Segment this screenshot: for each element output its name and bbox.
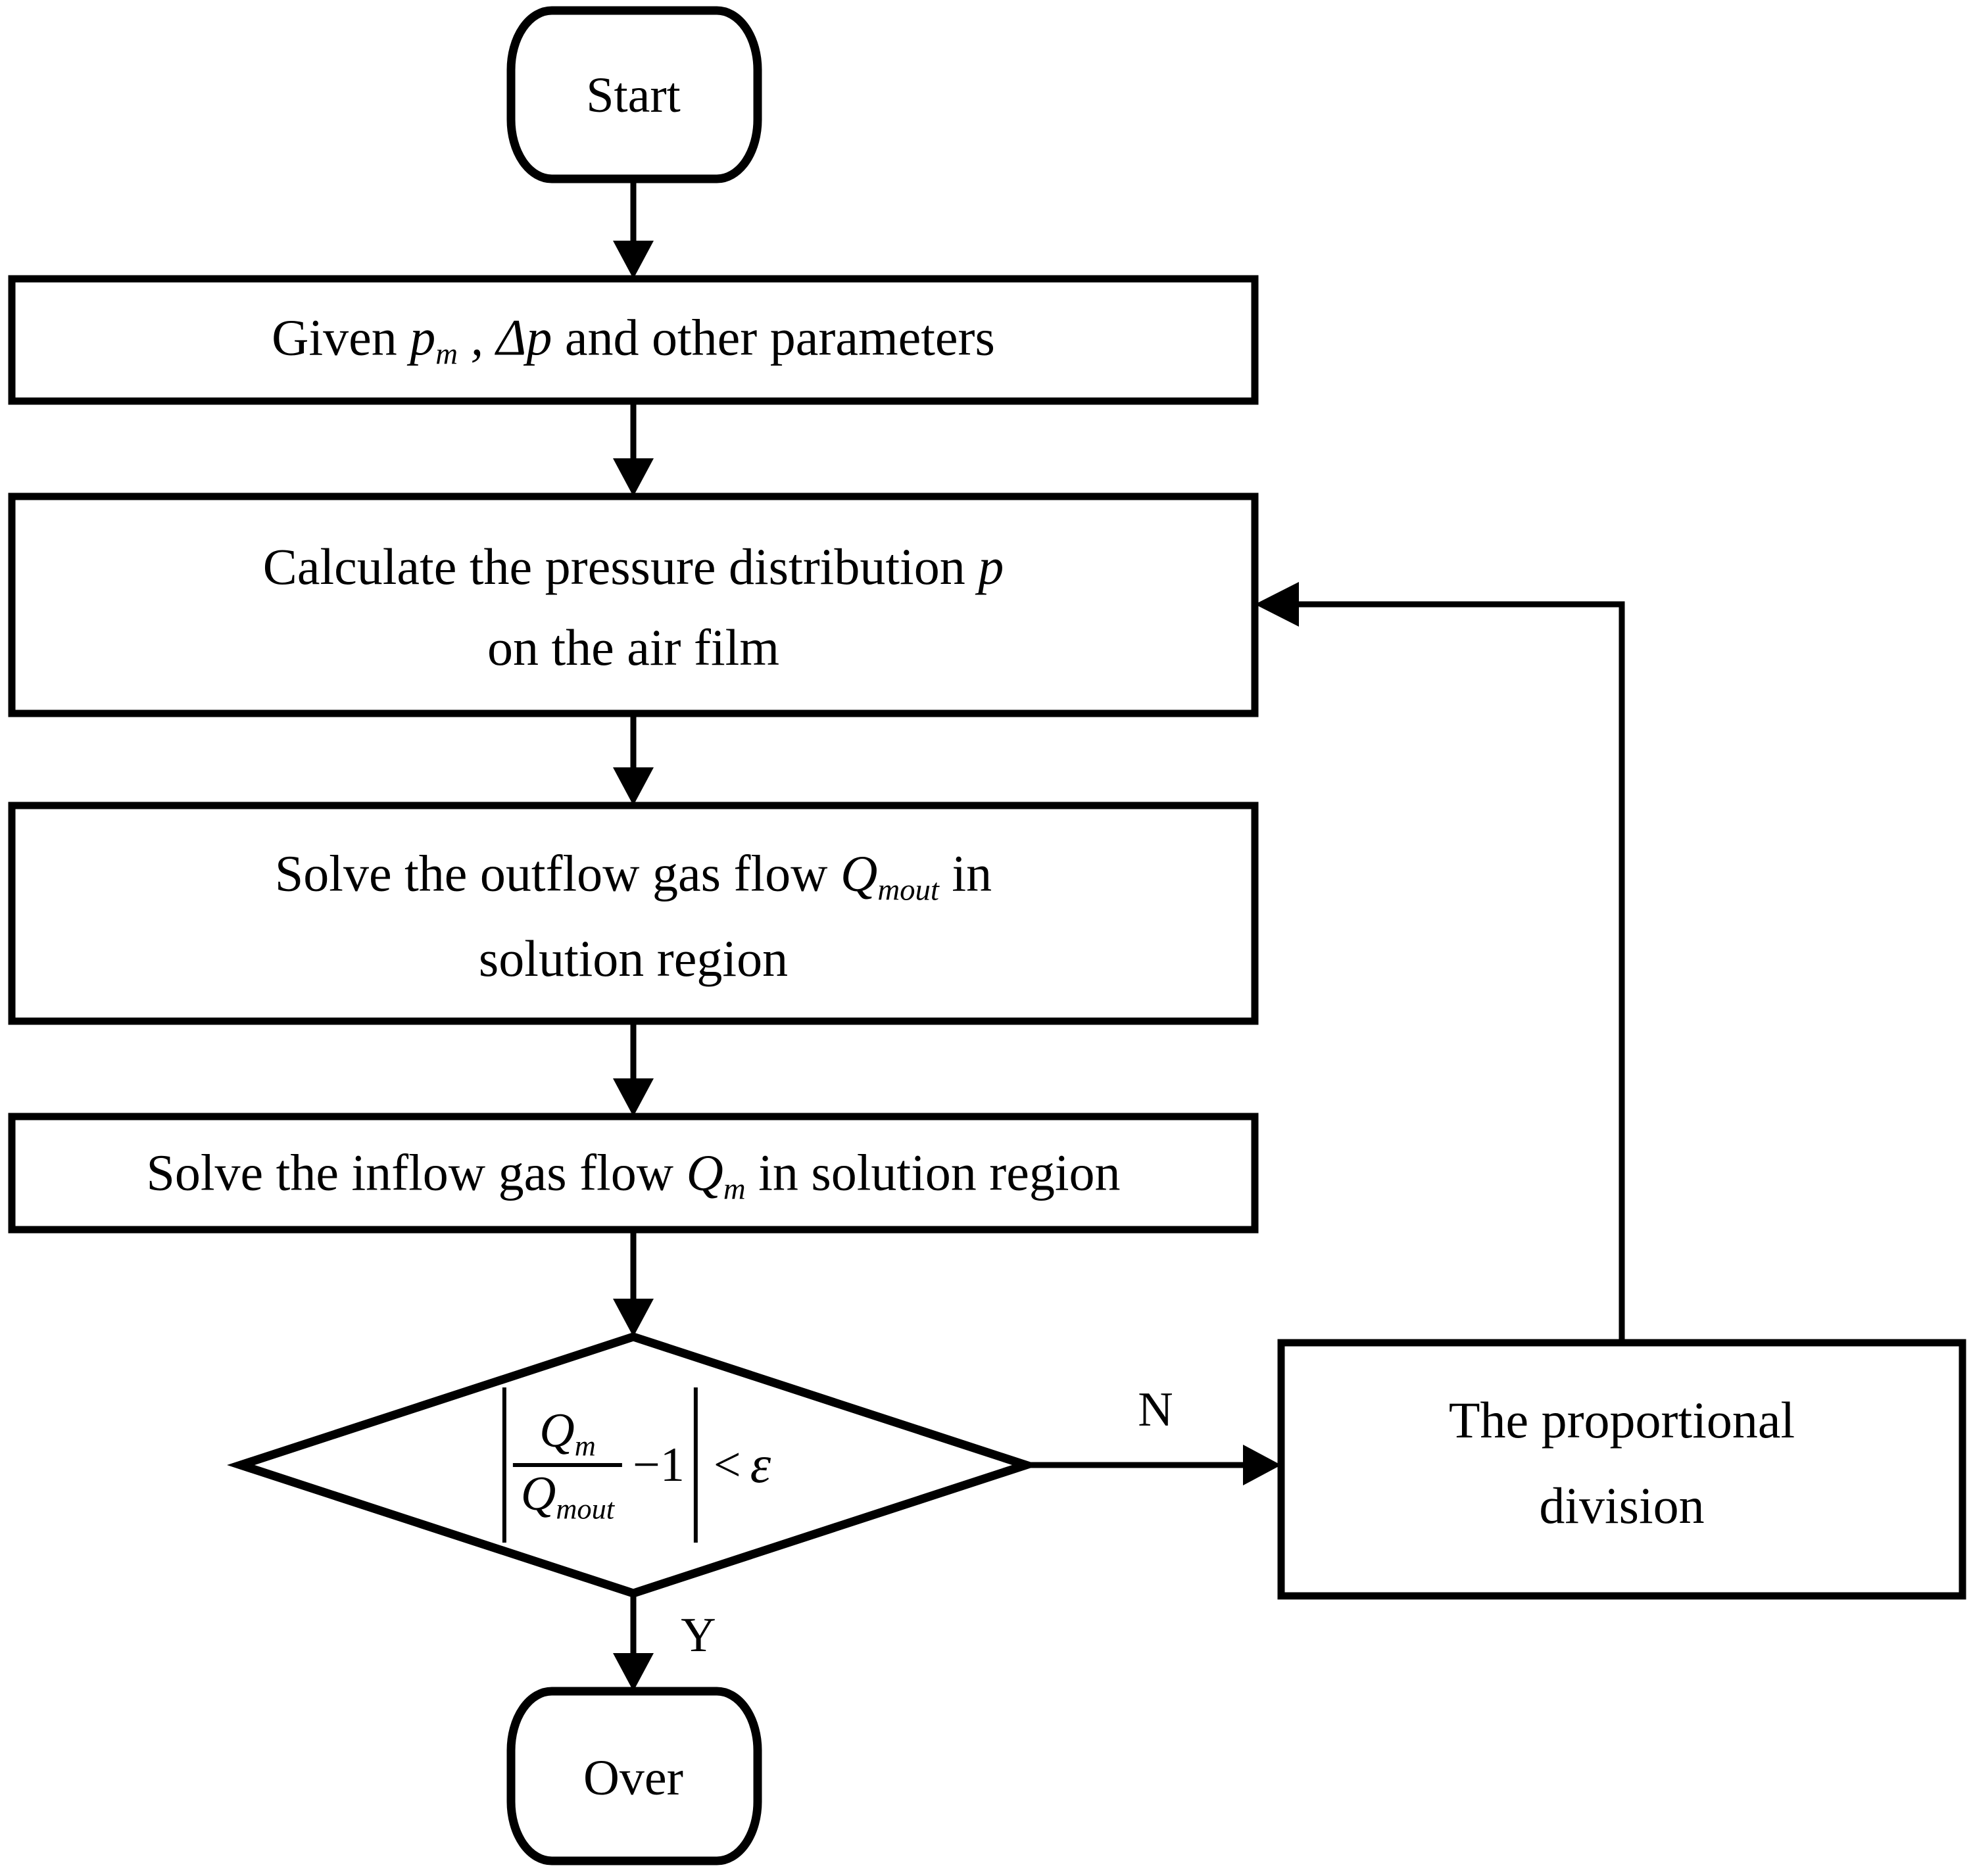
given-var1-sub: m: [435, 337, 458, 372]
epsilon-symbol: ε: [750, 1435, 771, 1494]
node-solve-outflow-line1: Solve the outflow gas flow Qmout in: [275, 846, 992, 906]
inflow-prefix: Solve the inflow gas flow: [146, 1143, 687, 1201]
node-over-shape[interactable]: [506, 1687, 762, 1865]
inflow-suffix: in solution region: [745, 1143, 1121, 1201]
given-mid: , Δp: [458, 308, 552, 366]
outflow-var-q: Q: [840, 844, 878, 902]
edge-given-to-calc: [613, 401, 654, 496]
edge-decision-yes: [613, 1593, 654, 1691]
inflow-var-q: Q: [686, 1143, 723, 1201]
edge-label-no: N: [1138, 1383, 1173, 1437]
node-proportional-shape[interactable]: [1277, 1339, 1966, 1600]
node-over-label: Over: [583, 1750, 683, 1806]
node-start-label: Start: [586, 68, 681, 124]
node-solve-inflow-label: Solve the inflow gas flow Qm in solution…: [146, 1145, 1120, 1205]
abs-bar-right: [693, 1387, 698, 1543]
edge-calc-to-outflow: [613, 713, 654, 806]
outflow-var-sub: mout: [877, 873, 939, 907]
edge-decision-no: [1026, 1445, 1281, 1485]
inflow-var-sub: m: [723, 1172, 746, 1207]
node-calc-pressure-shape[interactable]: [8, 493, 1259, 717]
edge-outflow-to-inflow: [613, 1021, 654, 1117]
calc-var-p: p: [978, 538, 1004, 596]
abs-bar-left: [502, 1387, 506, 1543]
given-suffix: and other parameters: [552, 308, 995, 366]
fraction-numerator: Qm: [539, 1404, 596, 1462]
edge-inflow-to-decision: [613, 1230, 654, 1337]
node-decision-formula: Qm Qmout −1 < ε: [496, 1387, 771, 1543]
given-var1: p: [410, 308, 436, 366]
fraction-qm-qmout: Qm Qmout: [512, 1404, 623, 1526]
node-given-shape[interactable]: [8, 275, 1259, 405]
node-solve-outflow-shape[interactable]: [8, 802, 1259, 1025]
edge-start-to-given: [613, 179, 654, 279]
comparison-operator: <: [713, 1437, 741, 1492]
fraction-denominator: Qmout: [520, 1467, 615, 1526]
node-proportional-line2: division: [1539, 1477, 1705, 1535]
node-calc-pressure-line2: on the air film: [487, 619, 780, 677]
node-proportional-line1: The proportional: [1448, 1391, 1795, 1449]
node-given-label: Given pm , Δp and other parameters: [272, 310, 995, 370]
edge-proportional-feedback: [1255, 582, 1625, 1343]
outflow-prefix: Solve the outflow gas flow: [274, 844, 840, 902]
node-solve-outflow-line2: solution region: [478, 930, 789, 988]
minus-one-term: −1: [633, 1437, 685, 1492]
outflow-suffix: in: [938, 844, 992, 902]
node-calc-pressure-line1: Calculate the pressure distribution p: [263, 540, 1004, 594]
given-prefix: Given: [272, 308, 410, 366]
edge-label-yes: Y: [681, 1608, 716, 1663]
fraction-bar: [512, 1463, 623, 1467]
calc-prefix: Calculate the pressure distribution: [262, 538, 979, 596]
